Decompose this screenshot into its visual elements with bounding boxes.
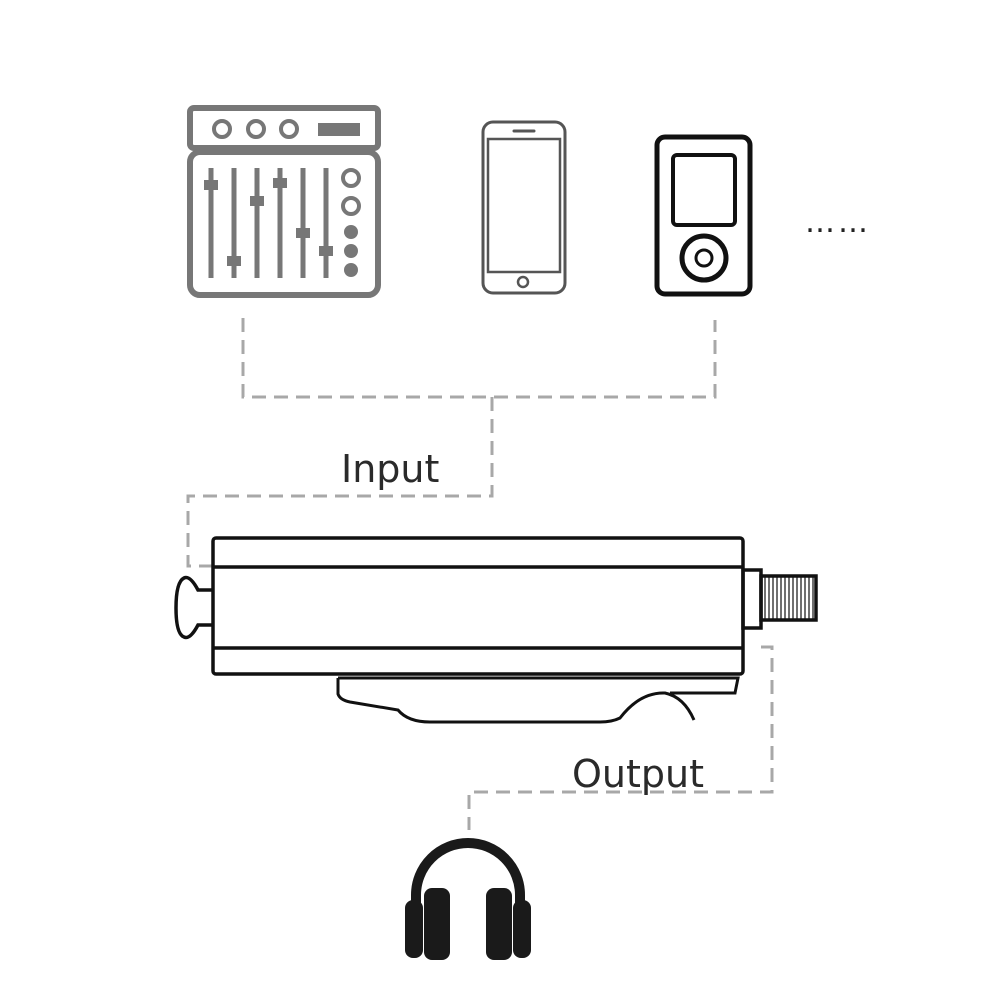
headphone-amplifier-icon	[174, 536, 818, 724]
headphones-icon	[405, 838, 531, 960]
music-player-icon	[654, 134, 753, 297]
output-connector-line	[467, 645, 774, 830]
output-label: Output	[572, 752, 704, 796]
input-label: Input	[341, 447, 440, 491]
mixer-icon	[187, 105, 381, 298]
more-sources-ellipsis: ……	[805, 205, 871, 240]
input-connector-lines	[186, 318, 717, 568]
smartphone-icon	[481, 120, 567, 295]
